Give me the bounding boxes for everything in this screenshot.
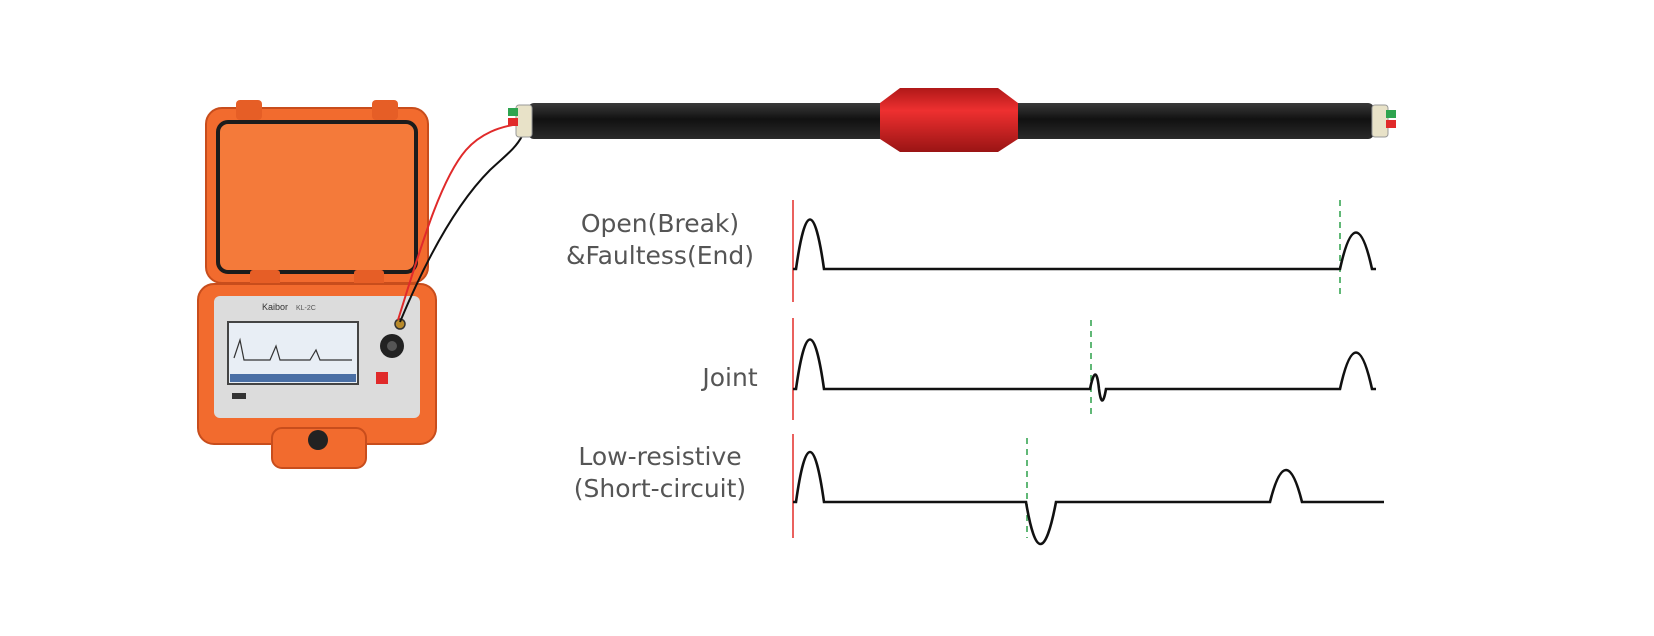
label-low-resistive-line2: (Short-circuit) xyxy=(573,474,747,503)
brand-text: Kaibor xyxy=(262,302,288,312)
case-lid-inner xyxy=(216,120,418,274)
waveform-joint xyxy=(792,318,1376,420)
label-joint-line1: Joint xyxy=(702,363,758,392)
screen-softkeys xyxy=(230,374,356,382)
conductor-green-left xyxy=(508,108,518,116)
device-screen xyxy=(227,321,359,385)
red-lead xyxy=(397,123,521,321)
handle-grip xyxy=(308,430,328,450)
label-low-resistive-line1: Low-resistive xyxy=(578,442,742,471)
lid-hinge-left xyxy=(236,100,262,120)
screen-trace-icon xyxy=(233,337,352,361)
red-button xyxy=(376,372,388,384)
label-joint: Joint xyxy=(690,362,770,394)
waveform-open-break xyxy=(792,200,1376,302)
bnc-connector-icon xyxy=(394,318,406,330)
black-lead xyxy=(399,135,523,323)
label-low-resistive: Low-resistive (Short-circuit) xyxy=(560,441,760,505)
waveform-low-resistive xyxy=(792,434,1384,546)
lid-hinge-right xyxy=(372,100,398,120)
trace-low-resistive xyxy=(793,450,1384,546)
label-open-break-line1: Open(Break) xyxy=(580,209,740,238)
model-text: KL-2C xyxy=(296,305,316,312)
label-open-break-line2: &Faultess(End) xyxy=(566,241,754,270)
trace-joint xyxy=(793,338,1376,402)
rotary-knob-icon xyxy=(380,334,404,358)
conductor-green-right xyxy=(1386,110,1396,118)
trace-open-break xyxy=(793,218,1376,271)
cable-joint xyxy=(880,88,1018,152)
label-open-break: Open(Break) &Faultess(End) xyxy=(560,208,760,272)
usb-port-icon xyxy=(232,393,246,399)
conductor-red-right xyxy=(1386,120,1396,128)
conductor-red-left xyxy=(508,118,518,126)
